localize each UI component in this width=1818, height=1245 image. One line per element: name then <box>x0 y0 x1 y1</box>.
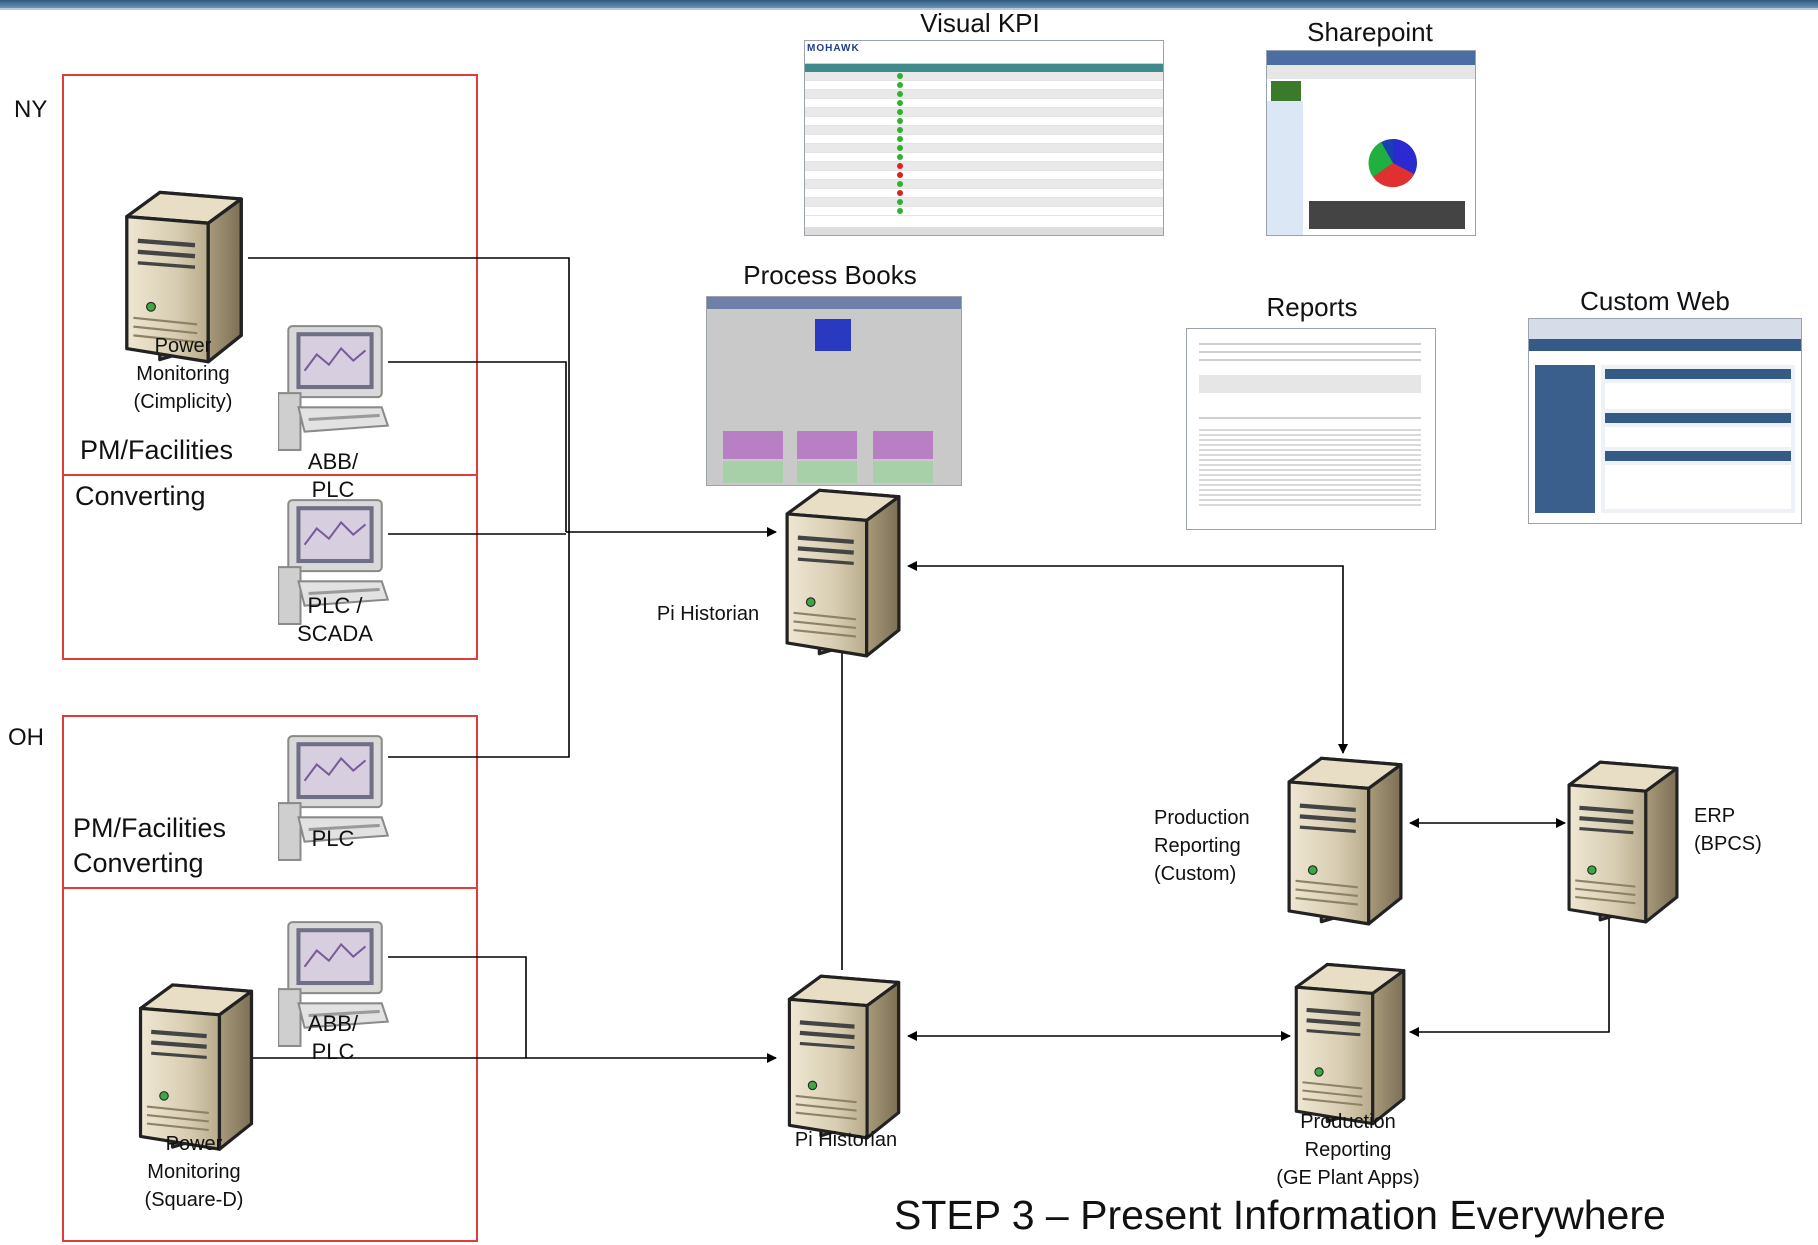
visual-kpi-screenshot: MOHAWK <box>804 40 1164 236</box>
process-books-screenshot <box>706 296 962 486</box>
label-pi-historian-top: Pi Historian <box>656 603 760 625</box>
region-label-ny: NY <box>14 96 48 123</box>
sharepoint-pie-icon <box>1368 139 1417 188</box>
reports-screenshot <box>1186 328 1436 530</box>
oh-region-box <box>62 715 478 1242</box>
label-oh-abb-plc: ABB/ PLC <box>307 1011 359 1064</box>
line-oh-plc-bus <box>388 532 570 758</box>
label-ny-abb-plc: ABB/ PLC <box>307 449 359 502</box>
label-erp: ERP (BPCS) <box>1694 805 1762 855</box>
line-pi-top-to-prod-custom <box>907 561 1348 754</box>
production-reporting-ge-server-icon <box>1296 964 1403 1123</box>
title-process-books: Process Books <box>743 260 917 290</box>
kpi-logo: MOHAWK <box>807 43 860 54</box>
label-pi-historian-bottom: Pi Historian <box>794 1129 898 1151</box>
group-label-oh-converting: Converting <box>73 848 204 878</box>
erp-server-icon <box>1569 762 1677 922</box>
title-sharepoint: Sharepoint <box>1307 17 1433 47</box>
label-oh-plc: PLC <box>311 826 355 851</box>
label-production-reporting-ge: Production Reporting (GE Plant Apps) <box>1276 1111 1420 1189</box>
ny-region-box <box>62 74 478 660</box>
title-reports: Reports <box>1266 292 1358 322</box>
group-label-oh-pm-facilities: PM/Facilities <box>73 813 227 843</box>
title-visual-kpi: Visual KPI <box>920 8 1040 38</box>
pi-historian-top-server-icon <box>787 490 899 656</box>
region-label-oh: OH <box>8 724 44 751</box>
label-oh-power-monitoring: Power Monitoring (Square-D) <box>144 1133 244 1211</box>
production-reporting-custom-server-icon <box>1289 758 1401 924</box>
custom-web-screenshot <box>1528 318 1802 524</box>
top-border-line <box>0 8 1818 10</box>
label-ny-plc-scada: PLC / SCADA <box>297 593 373 646</box>
ny-abb-plc-workstation-icon <box>278 324 390 452</box>
connectors <box>248 257 1614 1063</box>
oh-power-server-icon <box>141 985 252 1149</box>
line-ny-abb-bus <box>388 361 567 532</box>
line-oh-abb-bus <box>388 956 527 1058</box>
group-label-ny-pm-facilities: PM/Facilities <box>80 435 234 465</box>
title-custom-web: Custom Web <box>1580 286 1730 316</box>
group-label-ny-converting: Converting <box>75 481 206 511</box>
line-prod-ge-to-erp <box>1409 899 1614 1037</box>
line-ny-power-bus <box>248 257 570 532</box>
sharepoint-screenshot <box>1266 50 1476 236</box>
step-title: STEP 3 – Present Information Everywhere <box>894 1192 1666 1238</box>
top-border-bar <box>0 0 1818 8</box>
label-ny-power-monitoring: Power Monitoring (Cimplicity) <box>133 335 233 413</box>
label-production-reporting-custom: Production Reporting (Custom) <box>1154 807 1250 885</box>
pi-historian-bottom-server-icon <box>789 976 898 1138</box>
